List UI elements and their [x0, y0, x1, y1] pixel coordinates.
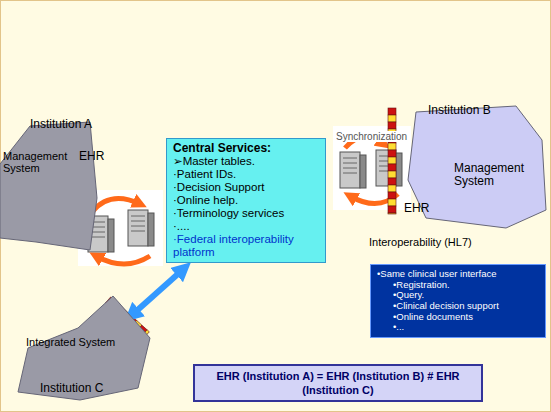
box-text: ·Online help. [173, 194, 319, 207]
bar-segment [388, 185, 396, 192]
server-side [396, 153, 402, 186]
bar-segment [388, 213, 396, 214]
box-text: Central Services: [173, 142, 319, 155]
server-body [128, 210, 148, 246]
server-slot [131, 216, 145, 217]
bar-segment [388, 171, 396, 178]
server-slot [131, 231, 145, 232]
picture-ground [333, 126, 411, 210]
services-box: Central Services:➢Master tables.·Patient… [166, 138, 326, 263]
box-text: ·Patient IDs. [173, 168, 319, 181]
server-body [376, 150, 396, 186]
server-icon [376, 150, 402, 186]
bar-segment [388, 150, 396, 157]
box-text: •Registration. [377, 280, 539, 291]
box-text: •Clinical decision support [377, 301, 539, 312]
features-box: •Same clinical user interface•Registrati… [370, 264, 546, 338]
box-text: •Online documents [377, 312, 539, 323]
institution-blob: Integrated SystemInstitution C [18, 292, 158, 404]
blob-shape [18, 296, 150, 400]
statement-box: EHR (Institution A) = EHR (Institution B… [193, 364, 483, 402]
server-slot [91, 232, 105, 233]
server-icon [340, 152, 366, 188]
bar-segment [388, 178, 396, 185]
server-slot [91, 237, 105, 238]
server-slot [131, 221, 145, 222]
bar-segment [388, 199, 396, 206]
server-slot [343, 163, 357, 164]
interface-bar [388, 108, 396, 214]
bar-segment [388, 164, 396, 171]
server-side [108, 219, 114, 252]
bar-segment [388, 157, 396, 164]
bar-segment [388, 115, 396, 122]
bar-segment [388, 122, 396, 129]
box-text: ·Federal interoperability platform [173, 233, 319, 259]
institution-blob: Institution B Management SystemEHR [396, 100, 546, 235]
server-slot [343, 158, 357, 159]
institution-text: Institution B [428, 104, 518, 117]
protocol-label: Interoperability (HL7) [368, 236, 473, 248]
sync-arrow [96, 256, 150, 264]
institution-text: EHR [79, 150, 105, 163]
box-text: •Same clinical user interface [377, 269, 539, 280]
server-slot [343, 173, 357, 174]
institution-text: Integrated System [26, 336, 126, 348]
sync-arrow [92, 199, 140, 212]
server-icon [128, 210, 154, 246]
institution-text: Management System [3, 150, 67, 174]
server-body [340, 152, 360, 188]
bar-segment [388, 206, 396, 213]
blob-outline [0, 118, 105, 253]
institution-text: EHR [404, 202, 434, 215]
bar-segment [388, 108, 396, 115]
server-slot [343, 168, 357, 169]
bar-segment [388, 143, 396, 150]
box-text: ➢Master tables. [173, 155, 319, 168]
double-arrow [130, 267, 185, 316]
server-side [360, 155, 366, 188]
box-text: ·.... [173, 220, 319, 233]
institution-text: Management System [454, 162, 534, 188]
server-side [148, 213, 154, 246]
sync-label: Synchronization [335, 131, 408, 142]
institution-blob: Institution A Management System EHR [0, 118, 105, 253]
institution-text: Institution A [30, 118, 105, 131]
box-text: ·Terminology services [173, 207, 319, 220]
box-text: •... [377, 322, 539, 333]
box-text: ·Decision Support [173, 181, 319, 194]
box-text: EHR (Institution A) = EHR (Institution B… [201, 369, 475, 397]
institution-text: Institution C [40, 382, 140, 395]
box-text: •Query. [377, 290, 539, 301]
server-picture [333, 126, 411, 210]
server-slot [131, 226, 145, 227]
blob-shape [0, 122, 97, 250]
bar-segment [388, 192, 396, 199]
